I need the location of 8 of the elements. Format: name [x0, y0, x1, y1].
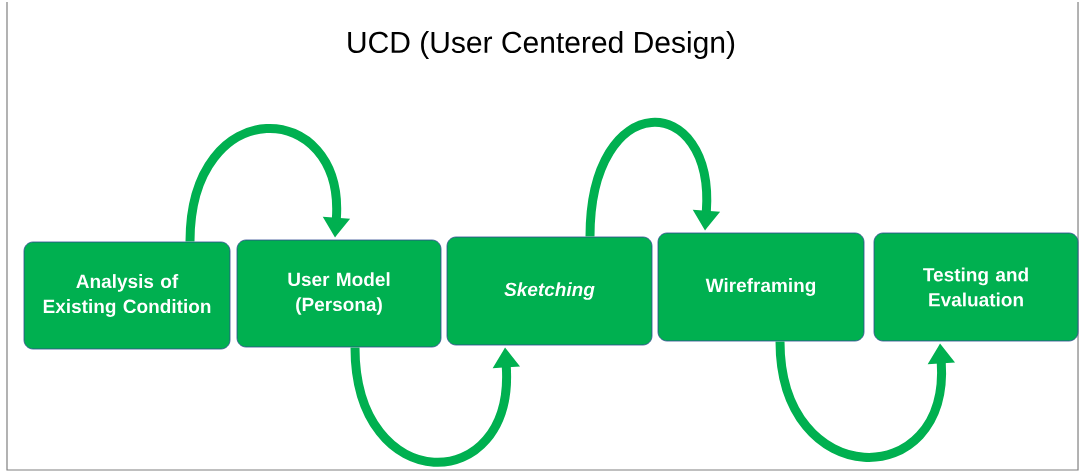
process-box: Wireframing [657, 232, 865, 342]
title: UCD (User Centered Design) [348, 31, 735, 59]
process-box: Analysis of Existing Condition [23, 241, 231, 350]
process-box: Testing and Evaluation [873, 232, 1079, 342]
process-box: User Model (Persona) [236, 239, 442, 348]
curved-arrow [585, 118, 721, 237]
process-box: Sketching [446, 236, 653, 346]
curved-arrow [185, 124, 351, 242]
